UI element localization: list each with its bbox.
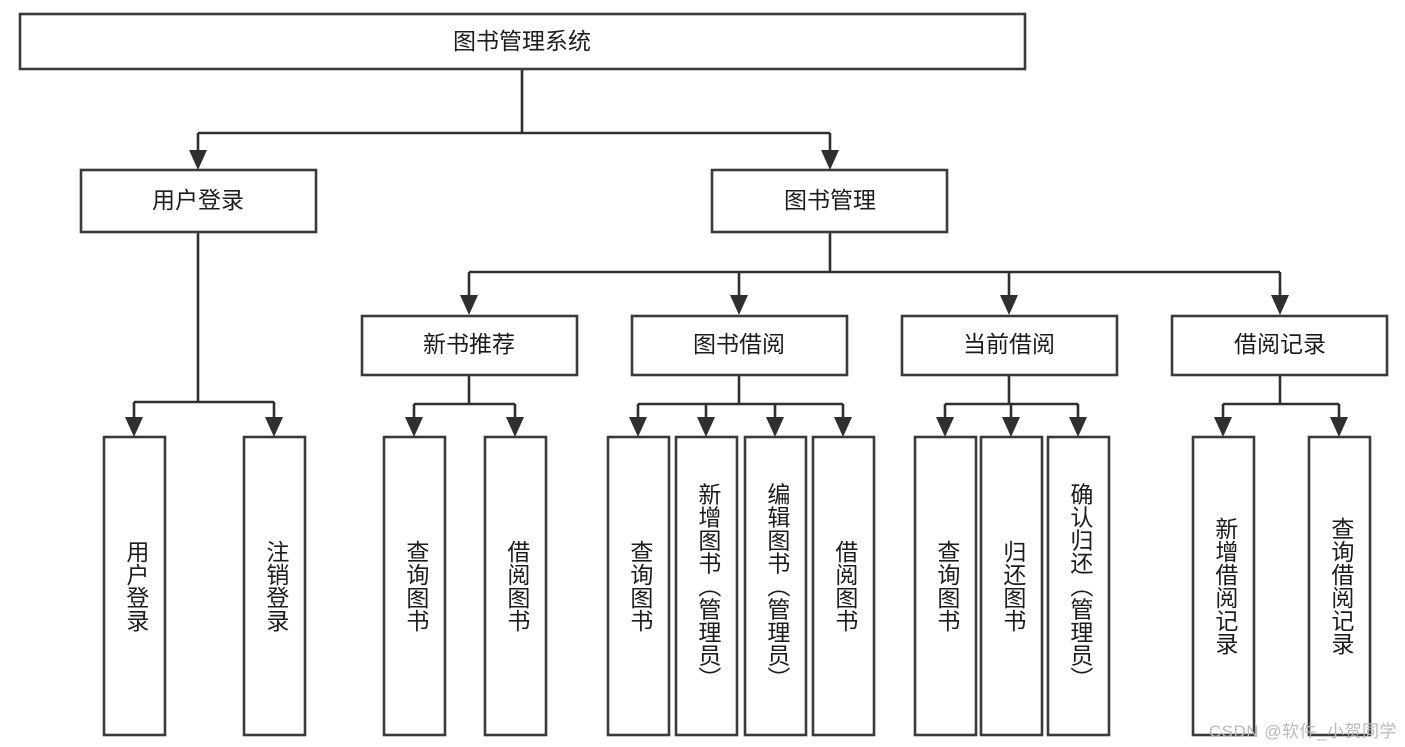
node-newbook-label: 新书推荐 xyxy=(423,331,515,357)
node-leaf11-box[interactable] xyxy=(1046,435,1111,737)
node-leaf2[interactable]: 注销登录 xyxy=(242,435,307,737)
node-leaf4[interactable]: 借阅图书 xyxy=(483,435,548,737)
node-current[interactable]: 当前借阅 xyxy=(900,314,1119,377)
node-current-box[interactable] xyxy=(900,314,1119,377)
node-leaf8-box[interactable] xyxy=(811,435,876,737)
node-current-label: 当前借阅 xyxy=(963,331,1055,357)
node-leaf3-box[interactable] xyxy=(382,435,447,737)
arrow-head-current xyxy=(1000,295,1018,315)
arrow-head-leaf2 xyxy=(265,417,283,437)
node-leaf5[interactable]: 查询图书 xyxy=(606,435,671,737)
arrow-head-leaf13 xyxy=(1330,417,1348,437)
node-leaf9-box[interactable] xyxy=(913,435,978,737)
node-leaf4-label: 借阅图书 xyxy=(504,540,531,632)
node-newbook[interactable]: 新书推荐 xyxy=(360,314,579,377)
node-root-label: 图书管理系统 xyxy=(453,28,591,54)
node-leaf2-box[interactable] xyxy=(242,435,307,737)
connector-group-current xyxy=(936,375,1087,437)
node-leaf10-label: 归还图书 xyxy=(1000,540,1027,632)
node-leaf1[interactable]: 用户登录 xyxy=(102,435,167,737)
node-leaf6[interactable]: 新增图书（管理员） xyxy=(674,435,739,737)
node-leaf4-box[interactable] xyxy=(483,435,548,737)
arrow-head-leaf6 xyxy=(697,417,715,437)
node-borrow-label: 图书借阅 xyxy=(693,331,785,357)
node-records-box[interactable] xyxy=(1170,314,1389,377)
arrow-head-leaf1 xyxy=(125,417,143,437)
node-bookmgmt-label: 图书管理 xyxy=(784,187,876,213)
arrow-head-leaf10 xyxy=(1002,417,1020,437)
node-leaf3[interactable]: 查询图书 xyxy=(382,435,447,737)
connector-group-login xyxy=(125,232,283,437)
arrow-head-bookmgmt xyxy=(821,150,839,170)
node-leaf5-label: 查询图书 xyxy=(627,540,654,632)
connector-group-bookmgmt xyxy=(460,232,1289,315)
node-records[interactable]: 借阅记录 xyxy=(1170,314,1389,377)
node-root-box[interactable] xyxy=(18,12,1027,71)
node-leaf7[interactable]: 编辑图书（管理员） xyxy=(743,435,808,737)
arrow-head-leaf4 xyxy=(506,417,524,437)
node-newbook-box[interactable] xyxy=(360,314,579,377)
node-leaf2-label: 注销登录 xyxy=(263,540,290,632)
node-bookmgmt-box[interactable] xyxy=(710,168,949,234)
node-leaf11-label: 确认归还（管理员） xyxy=(1067,483,1094,690)
connector-group-borrow xyxy=(629,375,852,437)
node-leaf13-label: 查询借阅记录 xyxy=(1328,517,1355,655)
node-leaf1-box[interactable] xyxy=(102,435,167,737)
arrow-head-leaf11 xyxy=(1069,417,1087,437)
node-login[interactable]: 用户登录 xyxy=(79,168,318,234)
arrow-head-login xyxy=(189,150,207,170)
node-borrow[interactable]: 图书借阅 xyxy=(630,314,849,377)
node-leaf13-box[interactable] xyxy=(1307,435,1372,737)
node-root[interactable]: 图书管理系统 xyxy=(18,12,1027,71)
connector-group-records xyxy=(1214,375,1348,437)
arrow-head-leaf9 xyxy=(936,417,954,437)
node-login-box[interactable] xyxy=(79,168,318,234)
connector-group-newbook xyxy=(405,375,524,437)
node-borrow-box[interactable] xyxy=(630,314,849,377)
arrow-head-records xyxy=(1271,295,1289,315)
node-bookmgmt[interactable]: 图书管理 xyxy=(710,168,949,234)
connector-group-root xyxy=(189,69,839,170)
node-leaf9-label: 查询图书 xyxy=(934,540,961,632)
node-records-label: 借阅记录 xyxy=(1234,331,1326,357)
node-leaf13[interactable]: 查询借阅记录 xyxy=(1307,435,1372,737)
arrow-head-newbook xyxy=(460,295,478,315)
node-leaf12-box[interactable] xyxy=(1191,435,1256,737)
node-leaf7-box[interactable] xyxy=(743,435,808,737)
arrow-head-leaf12 xyxy=(1214,417,1232,437)
node-leaf6-box[interactable] xyxy=(674,435,739,737)
node-leaf6-label: 新增图书（管理员） xyxy=(695,483,722,690)
node-leaf8[interactable]: 借阅图书 xyxy=(811,435,876,737)
node-leaf8-label: 借阅图书 xyxy=(832,540,859,632)
arrow-head-borrow xyxy=(730,295,748,315)
node-login-label: 用户登录 xyxy=(152,187,244,213)
arrow-head-leaf8 xyxy=(834,417,852,437)
node-leaf9[interactable]: 查询图书 xyxy=(913,435,978,737)
node-leaf12[interactable]: 新增借阅记录 xyxy=(1191,435,1256,737)
node-leaf10-box[interactable] xyxy=(979,435,1044,737)
watermark: CSDN @软件_小贺同学 xyxy=(1208,722,1397,741)
node-leaf10[interactable]: 归还图书 xyxy=(979,435,1044,737)
node-leaf5-box[interactable] xyxy=(606,435,671,737)
node-leaf1-label: 用户登录 xyxy=(123,540,150,632)
node-leaf3-label: 查询图书 xyxy=(403,540,430,632)
arrow-head-leaf7 xyxy=(766,417,784,437)
node-leaf7-label: 编辑图书（管理员） xyxy=(764,483,791,690)
arrow-head-leaf3 xyxy=(405,417,423,437)
arrow-head-leaf5 xyxy=(629,417,647,437)
node-leaf12-label: 新增借阅记录 xyxy=(1212,517,1239,655)
node-leaf11[interactable]: 确认归还（管理员） xyxy=(1046,435,1111,737)
